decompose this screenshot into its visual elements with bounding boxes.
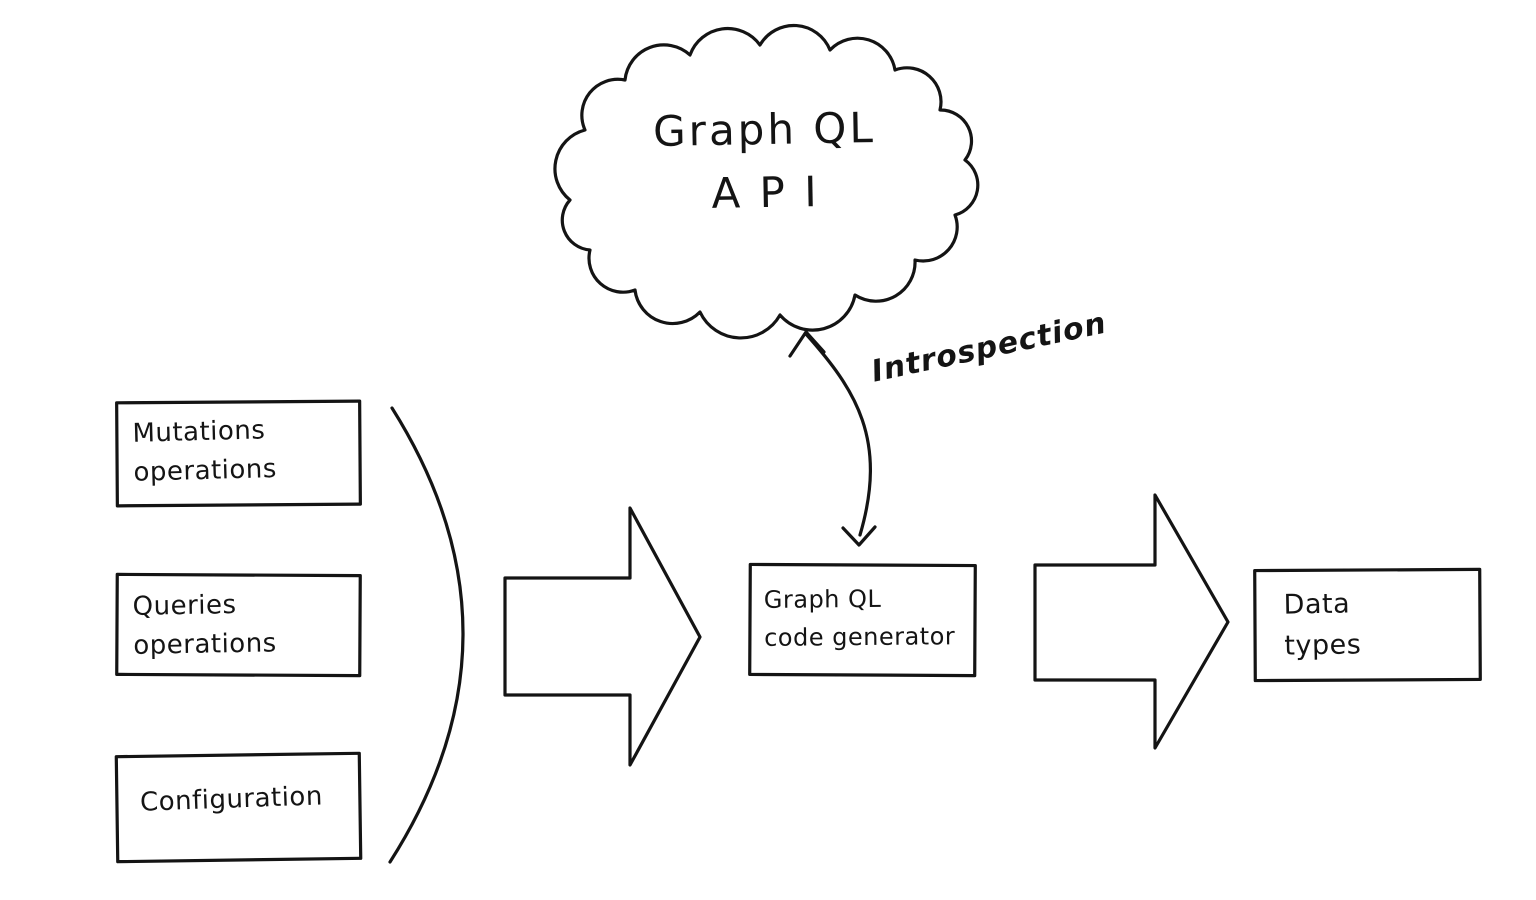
queries-operations-box: [115, 572, 362, 678]
configuration-box: [114, 751, 363, 864]
data-types-box: [1253, 567, 1482, 683]
data-types-label: Data types: [1283, 588, 1362, 662]
introspection-arrow: [804, 332, 873, 537]
introspection-arrowhead-bottom: [841, 525, 877, 547]
inputs-group-bracket: [388, 406, 465, 864]
mutations-operations-box: [115, 399, 362, 508]
graphql-api-cloud: [553, 23, 980, 340]
graphql-code-generator-box: [748, 562, 977, 678]
block-arrow-inputs-to-generator: [503, 506, 702, 767]
configuration-label: Configuration: [139, 781, 324, 818]
graphql-code-generator-label: Graph QL code generator: [763, 584, 956, 653]
mutations-operations-label: Mutations operations: [132, 415, 278, 488]
introspection-arrowhead-top: [788, 330, 826, 358]
graphql-api-cloud-label: Graph QL A P I: [652, 103, 877, 218]
block-arrow-generator-to-output: [1033, 493, 1230, 750]
queries-operations-label: Queries operations: [132, 590, 277, 661]
